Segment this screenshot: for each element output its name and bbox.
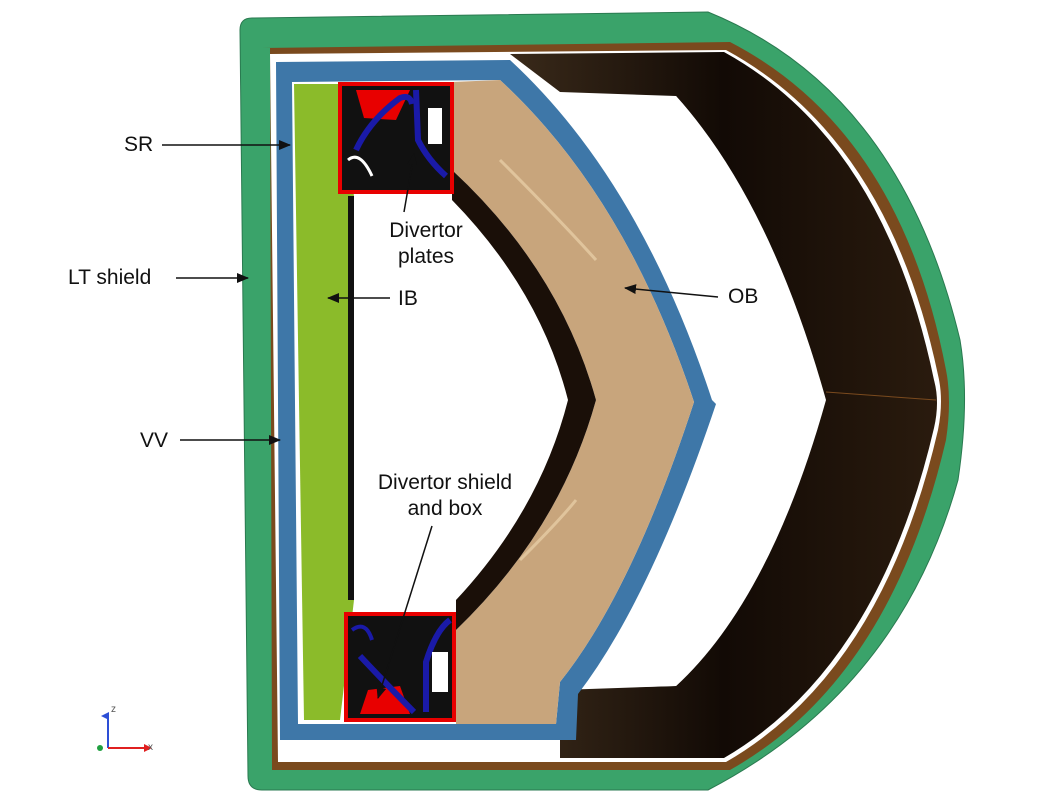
- label-vv: VV: [140, 429, 169, 452]
- divertor-plates-arrow: [403, 153, 418, 213]
- label-divertor-plates-line2: plates: [397, 245, 455, 268]
- outer-chamber-seam: [825, 391, 937, 401]
- ob-highlight: [498, 158, 598, 562]
- axis-z-label: z: [111, 704, 116, 715]
- label-divertor-shield: Divertor shield and box: [364, 470, 526, 522]
- label-divertor-shield-line2: and box: [407, 497, 483, 520]
- axis-triad: z x: [97, 704, 153, 753]
- upper-divertor: [338, 82, 454, 194]
- lower-divertor: [344, 612, 456, 722]
- ib-blanket: [294, 84, 354, 720]
- label-divertor-shield-line1: Divertor shield: [377, 471, 513, 494]
- label-divertor-plates: Divertor plates: [378, 218, 474, 270]
- ib-first-wall: [348, 196, 354, 600]
- outer-chamber-wall: [510, 52, 937, 758]
- label-ob: OB: [728, 285, 759, 308]
- ob-first-wall: [452, 170, 596, 630]
- axis-x-label: x: [148, 742, 153, 753]
- label-lt-shield: LT shield: [68, 266, 152, 289]
- ob-arrow: [624, 284, 719, 298]
- label-ib: IB: [398, 287, 418, 310]
- label-sr: SR: [124, 133, 154, 156]
- ob-blanket: [452, 80, 694, 724]
- divertor-shield-arrow: [376, 525, 433, 699]
- label-divertor-plates-line1: Divertor: [389, 219, 463, 242]
